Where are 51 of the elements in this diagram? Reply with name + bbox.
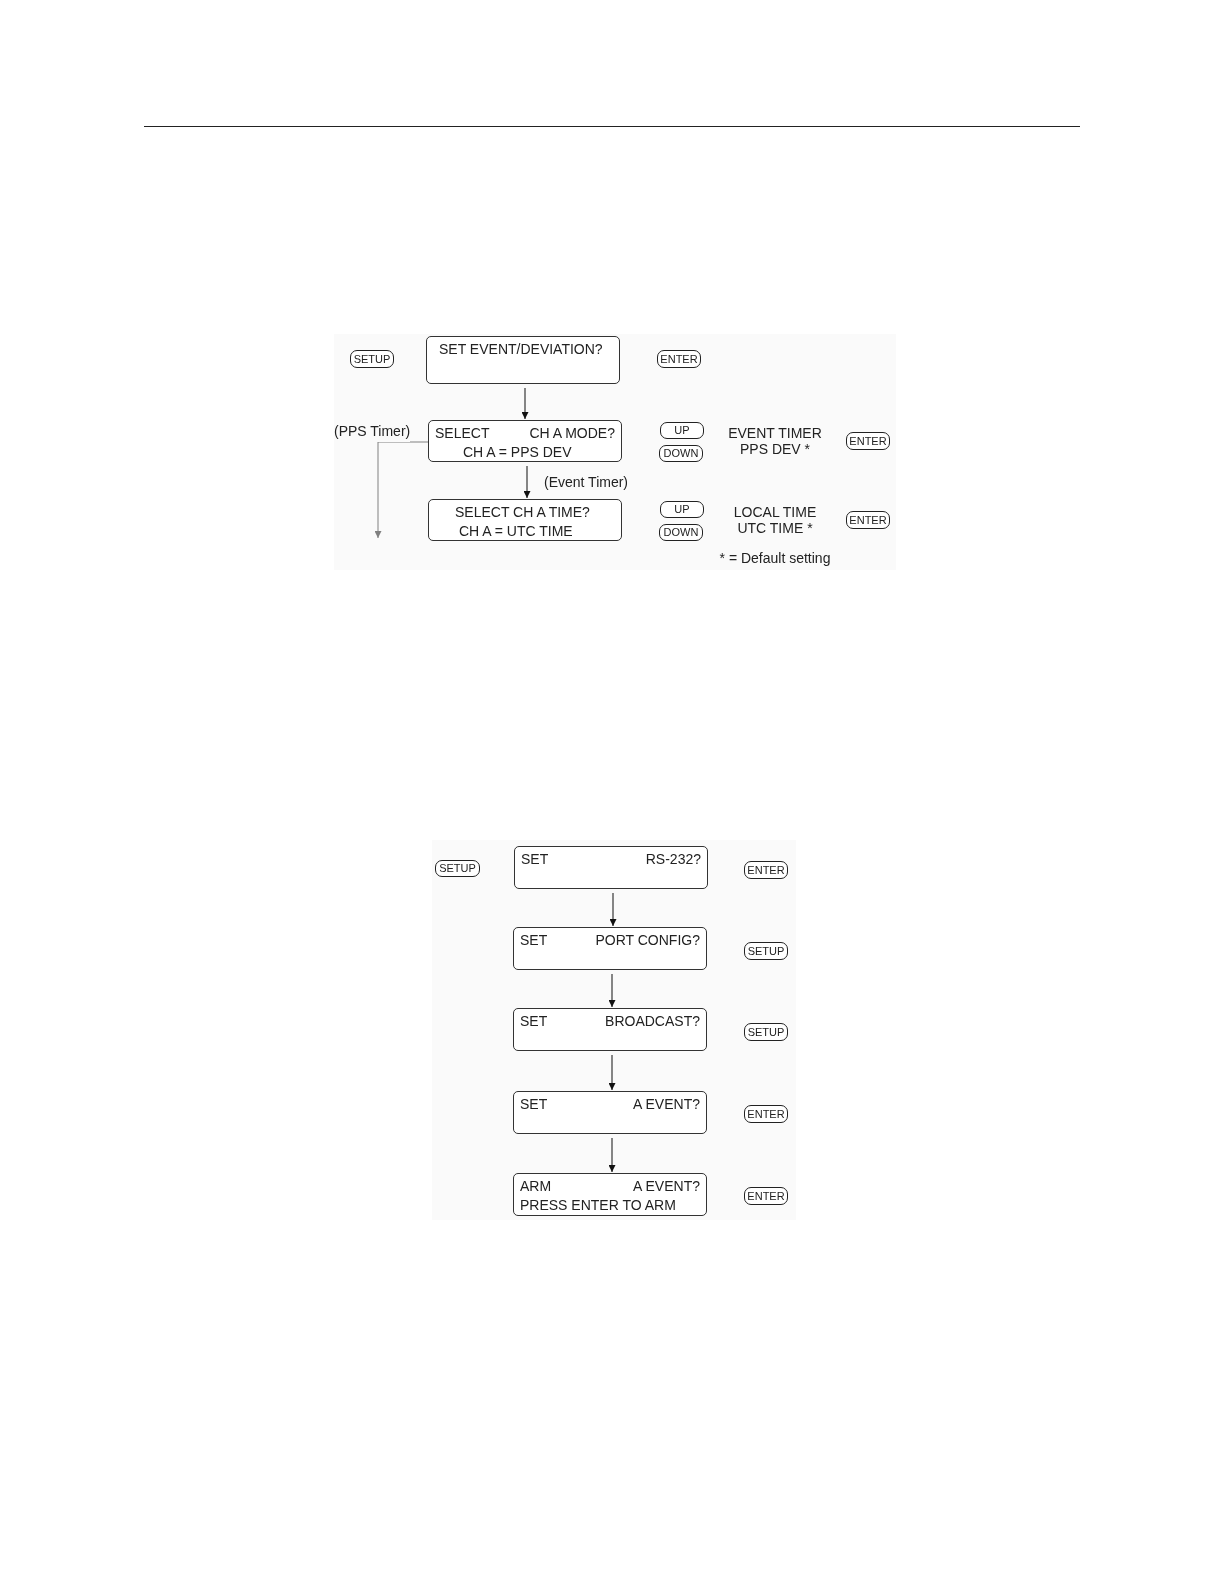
screen-text: SELECT: [435, 424, 490, 443]
flow-arrow: [608, 1054, 616, 1091]
keypad-key: DOWN: [659, 445, 703, 462]
keypad-key: ENTER: [744, 1105, 788, 1123]
keypad-key: ENTER: [744, 1187, 788, 1205]
screen-text: PRESS ENTER TO ARM: [520, 1196, 676, 1215]
screen-text: CH A MODE?: [529, 424, 615, 443]
screen-text: CH A = UTC TIME: [459, 522, 573, 541]
lcd-screen: [513, 1091, 707, 1134]
screen-text: RS-232?: [645, 850, 701, 869]
keypad-key: SETUP: [350, 350, 394, 368]
keypad-key: UP: [660, 501, 704, 518]
option-text: * = Default setting: [718, 550, 832, 566]
screen-text: A EVENT?: [633, 1177, 700, 1196]
lcd-screen: [426, 336, 620, 384]
flow-arrow: [609, 892, 617, 927]
screen-text: SET: [520, 1095, 548, 1114]
screen-text: A EVENT?: [633, 1095, 700, 1114]
screen-text: SET: [521, 850, 549, 869]
flow-arrow: [608, 1137, 616, 1173]
lcd-screen: [514, 846, 708, 889]
lcd-screen: [428, 499, 622, 541]
option-text: LOCAL TIME: [732, 504, 818, 520]
lcd-screen: [428, 420, 622, 462]
keypad-key: SETUP: [435, 860, 480, 877]
option-text: PPS DEV *: [739, 441, 811, 457]
lcd-screen: [513, 1173, 707, 1216]
flow-arrow: [523, 465, 531, 499]
screen-text: SET: [520, 1012, 548, 1031]
keypad-key: ENTER: [657, 350, 701, 368]
screen-text: SET: [520, 931, 548, 950]
flow-arrow: [608, 973, 616, 1008]
keypad-key: ENTER: [846, 511, 890, 529]
screen-text: CH A = PPS DEV: [463, 443, 572, 462]
lcd-screen: [513, 1008, 707, 1051]
flow-arrow: [374, 441, 429, 539]
option-text: EVENT TIMER: [727, 425, 823, 441]
keypad-key: SETUP: [744, 942, 788, 960]
keypad-key: DOWN: [659, 524, 703, 541]
keypad-key: SETUP: [744, 1023, 788, 1041]
screen-text: PORT CONFIG?: [595, 931, 700, 950]
keypad-key: UP: [660, 422, 704, 439]
screen-text: ARM: [520, 1177, 552, 1196]
screen-text: SELECT CH A TIME?: [455, 503, 590, 522]
screen-text: SET EVENT/DEVIATION?: [439, 340, 603, 359]
keypad-key: ENTER: [744, 861, 788, 879]
flow-arrow: [521, 387, 529, 420]
option-text: UTC TIME *: [736, 520, 814, 536]
keypad-key: ENTER: [846, 432, 890, 450]
lcd-screen: [513, 927, 707, 970]
screen-text: BROADCAST?: [605, 1012, 700, 1031]
